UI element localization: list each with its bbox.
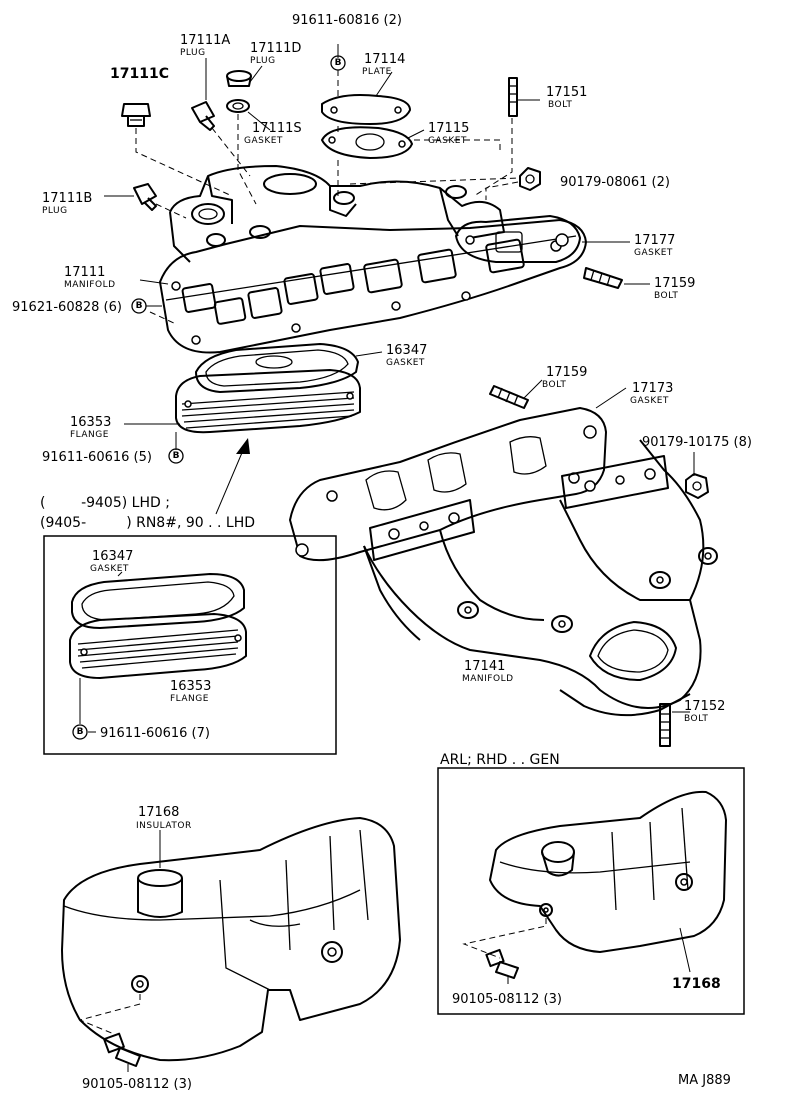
note-lhd-line2: (9405- ) RN8#, 90 . . LHD — [40, 515, 255, 531]
label-90179-10175: 90179-10175 (8) — [642, 435, 752, 450]
desc-bolt-17151: BOLT — [548, 100, 572, 110]
desc-gasket-347a: GASKET — [386, 358, 425, 368]
stud-17159-b — [489, 379, 543, 409]
label-91611-60616-7: 91611-60616 (7) — [100, 726, 210, 741]
desc-manifold-111: MANIFOLD — [64, 280, 116, 290]
label-91621-60828: 91621-60828 (6) — [12, 300, 122, 315]
b-marker-top: B — [330, 55, 346, 71]
desc-plate: PLATE — [362, 67, 392, 77]
desc-bolt-159b: BOLT — [542, 380, 566, 390]
desc-gasket-177: GASKET — [634, 248, 673, 258]
label-16347-b: 16347 — [92, 549, 133, 564]
label-16347-a: 16347 — [386, 343, 427, 358]
desc-plug-a: PLUG — [180, 48, 206, 58]
svg-text:B: B — [77, 727, 84, 737]
bolt-90105-08112-a — [103, 1032, 141, 1072]
label-17173: 17173 — [632, 381, 673, 396]
insulator-17168-main — [61, 817, 401, 1062]
label-17159-a: 17159 — [654, 276, 695, 291]
exhaust-manifold-17141 — [289, 387, 718, 717]
label-16353-b: 16353 — [170, 679, 211, 694]
label-91611-60616-5: 91611-60616 (5) — [42, 450, 152, 465]
bolt-17152 — [659, 703, 690, 747]
plate-17114 — [321, 71, 411, 125]
nut-90179-10175 — [685, 452, 709, 499]
label-17159-b: 17159 — [546, 365, 587, 380]
label-17114: 17114 — [364, 52, 405, 67]
plug-17111a — [191, 58, 215, 131]
stud-17159-a — [583, 267, 650, 289]
inset-pointer-arrow — [215, 438, 250, 515]
desc-flange-b: FLANGE — [170, 694, 209, 704]
plug-17111d — [226, 65, 263, 87]
gasket-16347-main — [195, 343, 383, 393]
label-17168-a: 17168 — [138, 805, 179, 820]
label-91611-60816: 91611-60816 (2) — [292, 13, 402, 28]
desc-gasket-115: GASKET — [428, 136, 467, 146]
gasket-16347-inset — [71, 571, 245, 629]
label-17111c: 17111C — [110, 66, 169, 82]
label-17151: 17151 — [546, 85, 587, 100]
svg-text:B: B — [173, 451, 180, 461]
lhd-variant-inset-box — [43, 535, 337, 755]
flange-16353-inset — [69, 613, 247, 679]
label-17168-b: 17168 — [672, 976, 721, 992]
nut-90179-08061 — [519, 167, 541, 191]
gasket-17115 — [321, 126, 425, 159]
label-17177: 17177 — [634, 233, 675, 248]
desc-plug-b: PLUG — [42, 206, 68, 216]
label-17111s: 17111S — [252, 121, 302, 136]
svg-text:B: B — [335, 58, 342, 68]
reference-code: MA J889 — [678, 1073, 731, 1088]
desc-plug-d: PLUG — [250, 56, 276, 66]
flange-16353-main — [124, 369, 361, 434]
gasket-17177 — [455, 215, 630, 263]
b-marker-91611-5: B — [168, 448, 184, 464]
gasket-17111s — [226, 99, 271, 131]
arl-variant-inset-box — [437, 767, 745, 1015]
label-17152: 17152 — [684, 699, 725, 714]
arl-header: ARL; RHD . . GEN — [440, 752, 560, 768]
intake-manifold-17111 — [139, 165, 587, 354]
label-90179-08061: 90179-08061 (2) — [560, 175, 670, 190]
desc-flange-a: FLANGE — [70, 430, 109, 440]
label-90105-08112-a: 90105-08112 (3) — [82, 1077, 192, 1092]
desc-gasket-347b: GASKET — [90, 564, 129, 574]
desc-gasket-173: GASKET — [630, 396, 669, 406]
desc-manifold-141: MANIFOLD — [462, 674, 514, 684]
desc-insulator: INSULATOR — [136, 821, 192, 831]
bolt-90105-08112-b — [485, 948, 519, 984]
label-17111a: 17111A — [180, 33, 230, 48]
plug-17111b — [104, 183, 157, 211]
label-17115: 17115 — [428, 121, 469, 136]
label-90105-08112-b: 90105-08112 (3) — [452, 992, 562, 1007]
label-17111b: 17111B — [42, 191, 92, 206]
label-17111: 17111 — [64, 265, 105, 280]
plug-17111c — [121, 103, 151, 127]
label-16353-a: 16353 — [70, 415, 111, 430]
desc-bolt-152: BOLT — [684, 714, 708, 724]
b-marker-91611-7: B — [72, 724, 88, 740]
desc-gasket-s: GASKET — [244, 136, 283, 146]
bolt-17151 — [508, 77, 540, 117]
svg-text:B: B — [136, 301, 143, 311]
label-17141: 17141 — [464, 659, 505, 674]
b-marker-91621: B — [131, 298, 147, 314]
desc-bolt-159a: BOLT — [654, 291, 678, 301]
insulator-17168-arl — [489, 790, 727, 973]
note-lhd-line1: ( -9405) LHD ; — [40, 495, 170, 511]
label-17111d: 17111D — [250, 41, 301, 56]
